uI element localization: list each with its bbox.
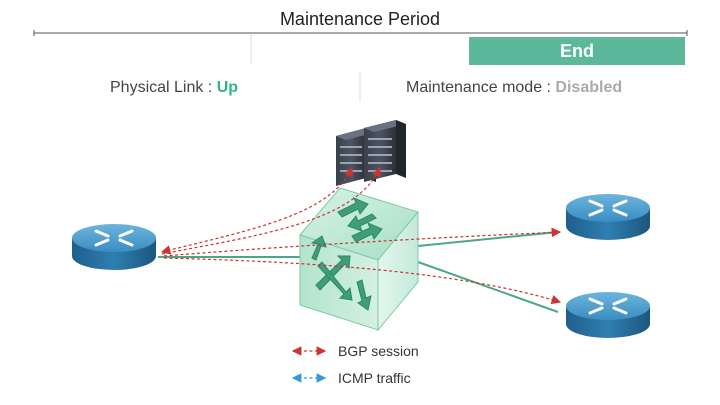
bgp-server-b: [161, 166, 381, 255]
physical-link-status: Physical Link : Up: [110, 79, 238, 97]
end-marker: End: [469, 37, 685, 65]
legend-icmp-label: ICMP traffic: [338, 370, 411, 386]
maintenance-period-title: Maintenance Period: [279, 9, 441, 29]
maintenance-mode-status: Maintenance mode : Disabled: [406, 79, 622, 97]
switch-icon: [299, 187, 419, 332]
physical-link-value: Up: [216, 79, 239, 96]
router-icon-right-bottom: [564, 290, 652, 340]
router-icon-left: [70, 222, 158, 272]
bgp-router-top: [163, 227, 562, 257]
physical-links: [158, 231, 559, 313]
link-right-router-top: [417, 231, 559, 247]
server-icon: [336, 120, 406, 186]
bgp-server-a: [160, 166, 353, 255]
link-right-router-bottom: [417, 261, 559, 313]
bgp-router-bottom: [163, 257, 562, 305]
legend: [291, 346, 327, 383]
bgp-sessions: [160, 166, 562, 305]
physical-link-label: Physical Link :: [110, 79, 217, 96]
maintenance-mode-value: Disabled: [555, 79, 623, 96]
router-icon-right-top: [564, 192, 652, 242]
legend-bgp-label: BGP session: [338, 343, 419, 359]
maintenance-mode-label: Maintenance mode :: [406, 79, 556, 96]
